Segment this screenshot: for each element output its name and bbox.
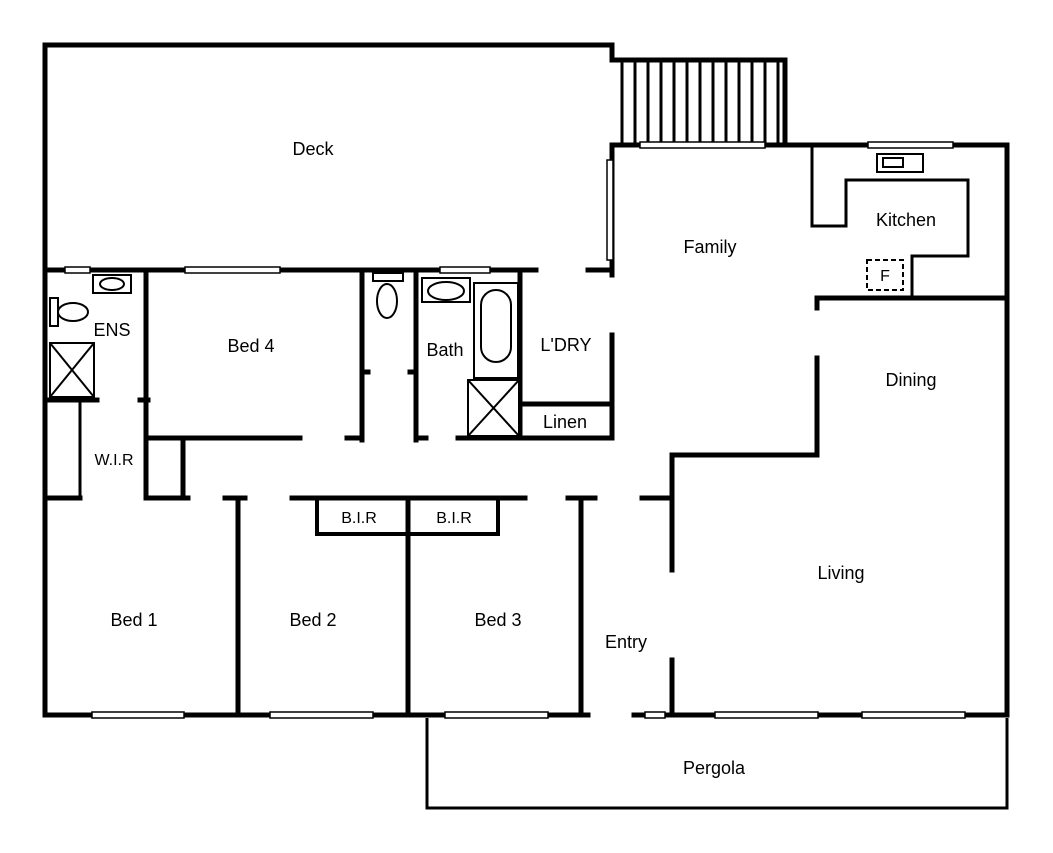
windows [64,141,966,719]
deck-stairs [620,60,780,143]
bath-fixtures [421,277,520,437]
room-label-bed4: Bed 4 [227,336,274,356]
room-label-linen: Linen [543,412,587,432]
room-label-ens: ENS [93,320,130,340]
room-label-pergola: Pergola [683,758,746,778]
wc-fixtures [372,272,404,319]
room-label-bir-right: B.I.R [436,510,472,527]
exterior-walls [42,142,1010,718]
room-label-laundry: L'DRY [540,335,591,355]
fridge-label: F [880,268,890,285]
ensuite-fixtures [49,274,132,398]
room-label-bed2: Bed 2 [289,610,336,630]
room-label-deck: Deck [292,139,334,159]
room-label-bir-left: B.I.R [341,510,377,527]
room-label-living: Living [817,563,864,583]
room-label-dining: Dining [885,370,936,390]
room-label-bath: Bath [426,340,463,360]
fridge-box [866,259,904,291]
interior-walls [42,267,1010,718]
room-label-bed1: Bed 1 [110,610,157,630]
room-label-entry: Entry [605,632,647,652]
deck-outline [42,42,788,273]
room-labels: Deck Family Kitchen F ENS Bed 4 Bath L'D… [93,139,936,778]
room-label-bed3: Bed 3 [474,610,521,630]
kitchen-bench [810,145,970,298]
room-label-kitchen: Kitchen [876,210,936,230]
room-label-family: Family [684,237,737,257]
pergola-outline [425,718,1009,810]
room-label-wir: W.I.R [94,452,133,469]
